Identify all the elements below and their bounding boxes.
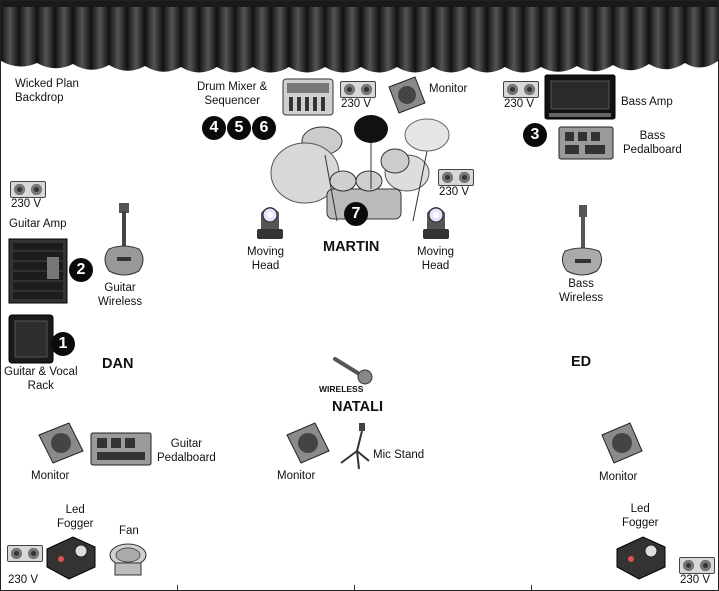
power-label-fogger-right: 230 V bbox=[680, 574, 711, 586]
backdrop-label: Wicked Plan Backdrop bbox=[15, 78, 79, 104]
power-outlet-icon bbox=[340, 81, 376, 98]
moving-head-icon bbox=[257, 207, 283, 239]
monitor-icon bbox=[286, 422, 330, 464]
badge-2: 2 bbox=[69, 258, 93, 282]
badge-7: 7 bbox=[344, 202, 368, 226]
power-label-fogger-left: 230 V bbox=[8, 574, 39, 586]
bass-guitar-icon bbox=[561, 205, 603, 276]
badge-5: 5 bbox=[227, 116, 251, 140]
monitor-icon bbox=[388, 76, 426, 114]
guitar-wireless-label: Guitar Wireless bbox=[98, 282, 143, 308]
mic-stand-icon bbox=[340, 423, 370, 470]
badge-3: 3 bbox=[523, 123, 547, 147]
pedalboard-icon bbox=[90, 432, 152, 466]
bass-pedalboard-label: Bass Pedalboard bbox=[623, 130, 682, 156]
moving-head-icon bbox=[423, 207, 449, 239]
power-outlet-icon bbox=[679, 557, 715, 574]
fogger-icon bbox=[46, 536, 96, 580]
badge-6: 6 bbox=[252, 116, 276, 140]
monitor-natali-label: Monitor bbox=[277, 470, 316, 482]
monitor-ed-label: Monitor bbox=[599, 471, 638, 483]
power-outlet-icon bbox=[438, 169, 474, 186]
stage-edge-tick bbox=[177, 585, 178, 590]
drum-mixer-label: Drum Mixer & Sequencer bbox=[197, 81, 268, 107]
bass-amp-icon bbox=[544, 74, 616, 120]
moving-head-right-label: Moving Head bbox=[417, 246, 455, 272]
monitor-dan-label: Monitor bbox=[31, 470, 70, 482]
microphone-icon bbox=[333, 357, 373, 385]
fogger-right-label: Led Fogger bbox=[622, 503, 659, 529]
pedalboard-icon bbox=[558, 126, 614, 160]
guitar-amp-icon bbox=[8, 238, 68, 304]
monitor-icon bbox=[601, 422, 643, 464]
badge-4: 4 bbox=[202, 116, 226, 140]
stage-edge-tick bbox=[531, 585, 532, 590]
power-label-bass-amp: 230 V bbox=[504, 98, 535, 110]
rack-label: Guitar & Vocal Rack bbox=[4, 366, 78, 392]
power-label-drum-mixer: 230 V bbox=[341, 98, 372, 110]
power-label-drums: 230 V bbox=[439, 186, 470, 198]
guitar-pedalboard-label: Guitar Pedalboard bbox=[157, 438, 216, 464]
fan-label: Fan bbox=[119, 525, 139, 537]
musician-name-ed: ED bbox=[571, 354, 592, 370]
fan-icon bbox=[109, 543, 147, 576]
wireless-mic-label: WIRELESS bbox=[319, 384, 364, 394]
fogger-left-label: Led Fogger bbox=[57, 504, 94, 530]
power-outlet-icon bbox=[10, 181, 46, 198]
stage-edge-tick bbox=[354, 585, 355, 590]
electric-guitar-icon bbox=[104, 203, 144, 276]
fogger-icon bbox=[616, 536, 666, 580]
musician-name-dan: DAN bbox=[102, 356, 134, 372]
musician-name-natali: NATALI bbox=[332, 399, 384, 415]
power-label-guitar-amp: 230 V bbox=[11, 198, 42, 210]
moving-head-left-label: Moving Head bbox=[247, 246, 285, 272]
musician-name-martin: MARTIN bbox=[323, 239, 380, 255]
monitor-icon bbox=[38, 422, 84, 464]
bass-wireless-label: Bass Wireless bbox=[559, 278, 604, 304]
power-outlet-icon bbox=[7, 545, 43, 562]
curtain-icon bbox=[1, 1, 718, 73]
drum-kit-icon bbox=[270, 115, 450, 222]
guitar-amp-label: Guitar Amp bbox=[9, 218, 67, 230]
power-outlet-icon bbox=[503, 81, 539, 98]
badge-1: 1 bbox=[51, 332, 75, 356]
mixer-icon bbox=[282, 78, 334, 116]
mic-stand-label: Mic Stand bbox=[373, 449, 425, 461]
bass-amp-label: Bass Amp bbox=[621, 96, 673, 108]
rack-icon bbox=[8, 314, 54, 364]
monitor-top-label: Monitor bbox=[429, 83, 468, 95]
